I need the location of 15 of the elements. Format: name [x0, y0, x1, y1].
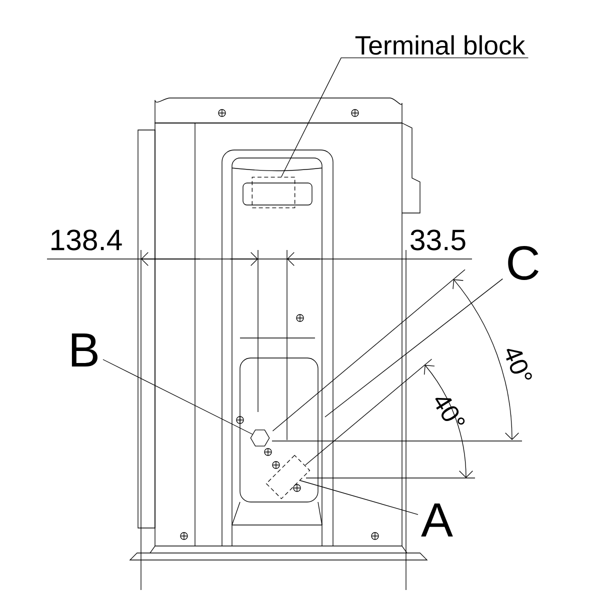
leader-line: [300, 480, 418, 515]
callout-text: Terminal block: [355, 35, 526, 55]
callout-text: A: [421, 504, 453, 537]
leader-line: [281, 57, 529, 178]
dimension-label: 33.5: [410, 230, 466, 250]
valve-cluster: [266, 454, 310, 500]
leader-line: [102, 359, 253, 435]
terminal-block: [252, 176, 296, 208]
callout-text: B: [72, 334, 98, 367]
dimension-label: 40°: [435, 398, 465, 425]
leader-line: [324, 278, 503, 418]
callout-text: C: [508, 246, 538, 280]
dimension-label: 138.4: [52, 230, 122, 250]
valve-nut: [250, 430, 270, 446]
dimension-label: 40°: [506, 348, 532, 380]
